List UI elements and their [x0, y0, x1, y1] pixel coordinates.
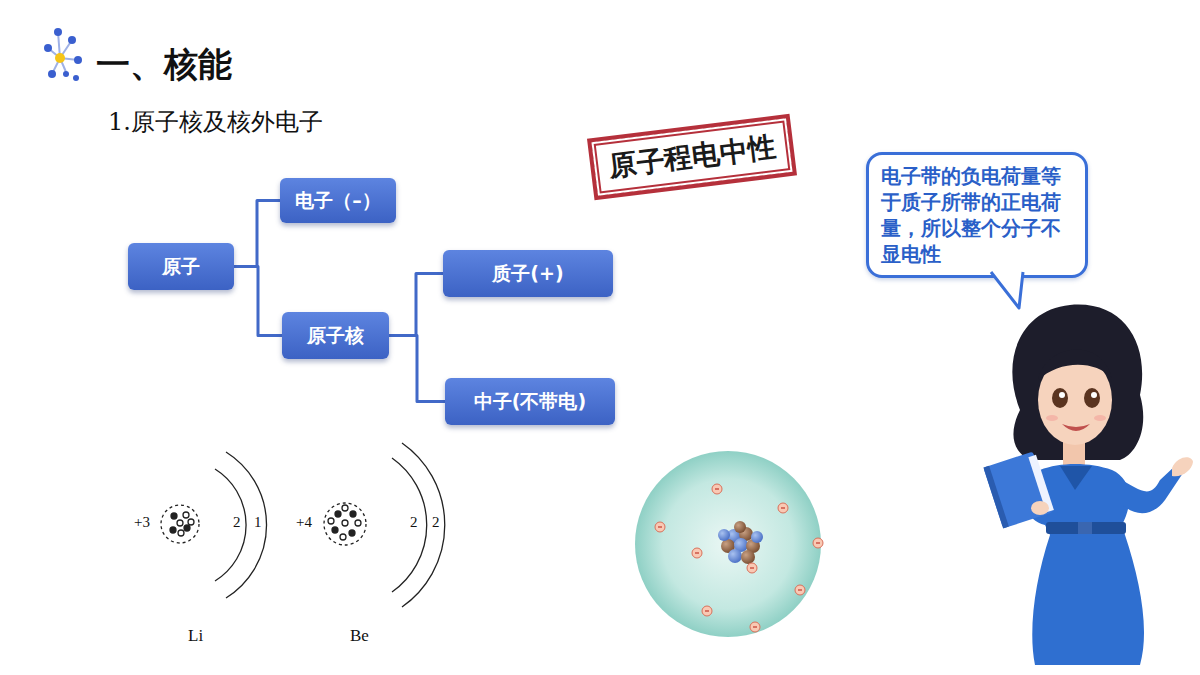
- node-text: 原子核: [307, 323, 364, 349]
- nuclear-charge: +3: [134, 514, 150, 531]
- bracket-connector: [234, 267, 282, 336]
- bracket-connector: [389, 274, 443, 336]
- concept-box: 原子: [128, 243, 234, 290]
- node-text: 电子（–）: [295, 188, 381, 214]
- node-text: 电子带的负电荷量等于质子所带的正电荷量，所以整个分子不显电性: [881, 163, 1073, 267]
- node-text: 原子: [162, 254, 200, 280]
- li-atom-structure: [161, 452, 267, 598]
- speech-bubble: 电子带的负电荷量等于质子所带的正电荷量，所以整个分子不显电性: [866, 152, 1088, 278]
- shell-electron-count: 2: [432, 514, 440, 531]
- teacher-figure: [983, 305, 1193, 665]
- slide-title: 一、核能: [96, 42, 232, 88]
- node-text: 质子(+): [492, 261, 563, 287]
- shell-electron-count: 2: [233, 514, 241, 531]
- shell-electron-count: 2: [410, 514, 418, 531]
- node-text: 中子(不带电): [474, 389, 586, 415]
- atom-model: [635, 451, 823, 637]
- element-symbol: Li: [188, 626, 203, 646]
- stamp-box: 原子程电中性: [587, 114, 797, 200]
- bracket-connector: [234, 201, 280, 267]
- shell-electron-count: 1: [254, 514, 262, 531]
- subheading: 1.原子核及核外电子: [108, 106, 323, 138]
- bracket-connector: [389, 336, 445, 402]
- nuclear-charge: +4: [296, 514, 312, 531]
- molecule-icon: [44, 28, 82, 81]
- node-text: 原子程电中性: [606, 128, 777, 186]
- be-atom-structure: [324, 443, 445, 607]
- concept-box: 中子(不带电): [445, 378, 615, 425]
- concept-box: 质子(+): [443, 250, 613, 297]
- concept-box: 电子（–）: [280, 178, 396, 223]
- element-symbol: Be: [350, 626, 369, 646]
- concept-box: 原子核: [282, 312, 389, 359]
- bubble-tail: [989, 272, 1033, 312]
